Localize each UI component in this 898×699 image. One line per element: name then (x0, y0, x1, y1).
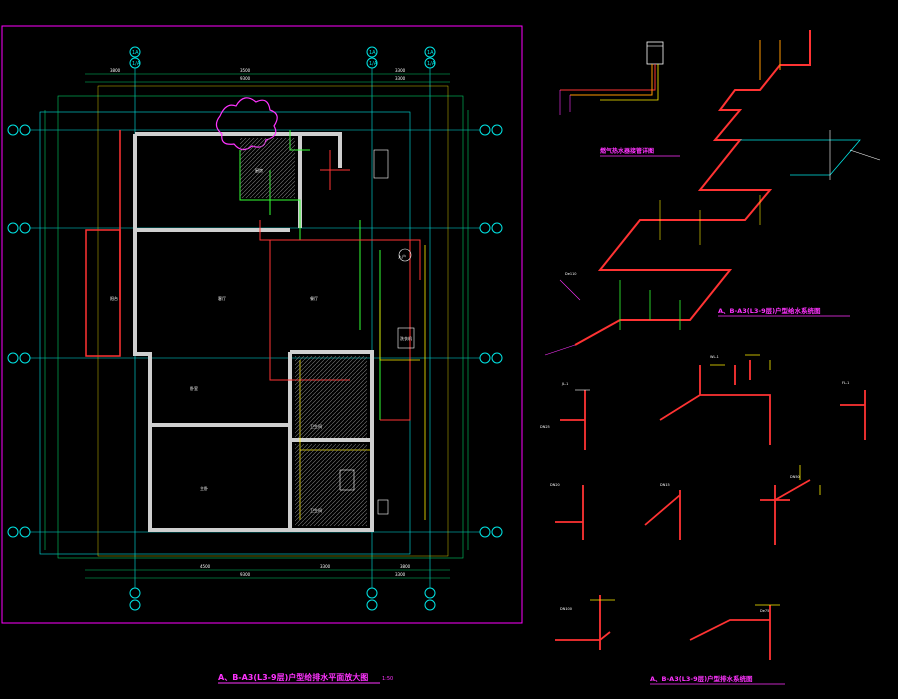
dim-text: 3500 (240, 68, 251, 73)
guide-rect (57, 95, 464, 559)
plan-scale: 1:50 (382, 676, 393, 682)
pipe-tag: De110 (565, 272, 577, 276)
drain-risers: A、B-A3(L3-9层)户型排水系统图 (555, 354, 866, 685)
water-system-isometric: A、B-A3(L3-9层)户型给水系统图 (544, 30, 881, 356)
dim-text: 3300 (395, 76, 406, 81)
room-label: 主卧 (200, 485, 208, 491)
pipe-tag: WL-1 (710, 355, 719, 359)
drain-system-title: A、B-A3(L3-9层)户型排水系统图 (650, 674, 753, 683)
grid-bubbles-bottom (129, 587, 436, 611)
room-label: 阳台 (110, 295, 118, 301)
room-label: 卧室 (190, 385, 198, 391)
grid-label: 1/A (427, 61, 436, 67)
floor-plan: 1A 1A 1A 1/A 1/A 1/A (7, 46, 503, 684)
dim-text: 4500 (200, 564, 211, 569)
walls (133, 132, 374, 532)
grid-label: 1A (132, 50, 139, 56)
pipe-tag: DN50 (790, 475, 800, 479)
heater-detail: 燃气热水器接管详图 (559, 41, 680, 157)
pipe-tag: DN20 (550, 483, 560, 487)
plan-title: A、B-A3(L3-9层)户型给排水平面放大图 (218, 672, 368, 682)
grid-label: 1A (427, 50, 434, 56)
pipe-tag: JL-1 (561, 382, 568, 386)
wall-outline-red (85, 130, 121, 357)
room-label: 入户 (398, 253, 406, 259)
room-label: 卫生间 (310, 423, 322, 429)
grid-bubbles-top: 1A 1A 1A 1/A 1/A 1/A (129, 46, 436, 69)
room-label: 卫生间 (310, 507, 322, 513)
room-label: 厨房 (255, 167, 263, 173)
dim-text: 3300 (395, 68, 406, 73)
grid-label: 1/A (369, 61, 378, 67)
grid-label: 1A (369, 50, 376, 56)
room-label: 洗衣机 (400, 335, 412, 341)
room-label: 客厅 (218, 295, 226, 301)
dim-text: 9300 (240, 572, 251, 577)
room-label: 餐厅 (310, 295, 318, 301)
pipe-tag: De75 (760, 609, 769, 613)
pipe-tag: FL-1 (842, 381, 849, 385)
dimension-lines (44, 73, 469, 579)
tree-symbol (215, 97, 278, 151)
dim-text: 3800 (110, 68, 121, 73)
grid-label: 1/A (132, 61, 141, 67)
dim-text: 3800 (400, 564, 411, 569)
sheet-frame (1, 25, 523, 624)
dim-text: 3300 (320, 564, 331, 569)
bathroom-hatch (295, 356, 367, 438)
pipe-tag: DN15 (660, 483, 670, 487)
dim-text: 9300 (240, 76, 251, 81)
heater-title: 燃气热水器接管详图 (600, 147, 654, 155)
dim-text: 3300 (395, 572, 406, 577)
pipe-tag: DN25 (540, 425, 550, 429)
bathroom-hatch (295, 444, 367, 526)
water-system-title: A、B-A3(L3-9层)户型给水系统图 (718, 306, 821, 315)
pipe-tag: DN100 (560, 607, 572, 611)
kitchen-hatch (240, 138, 295, 198)
guide-rect (97, 85, 449, 557)
fixtures (339, 149, 415, 515)
